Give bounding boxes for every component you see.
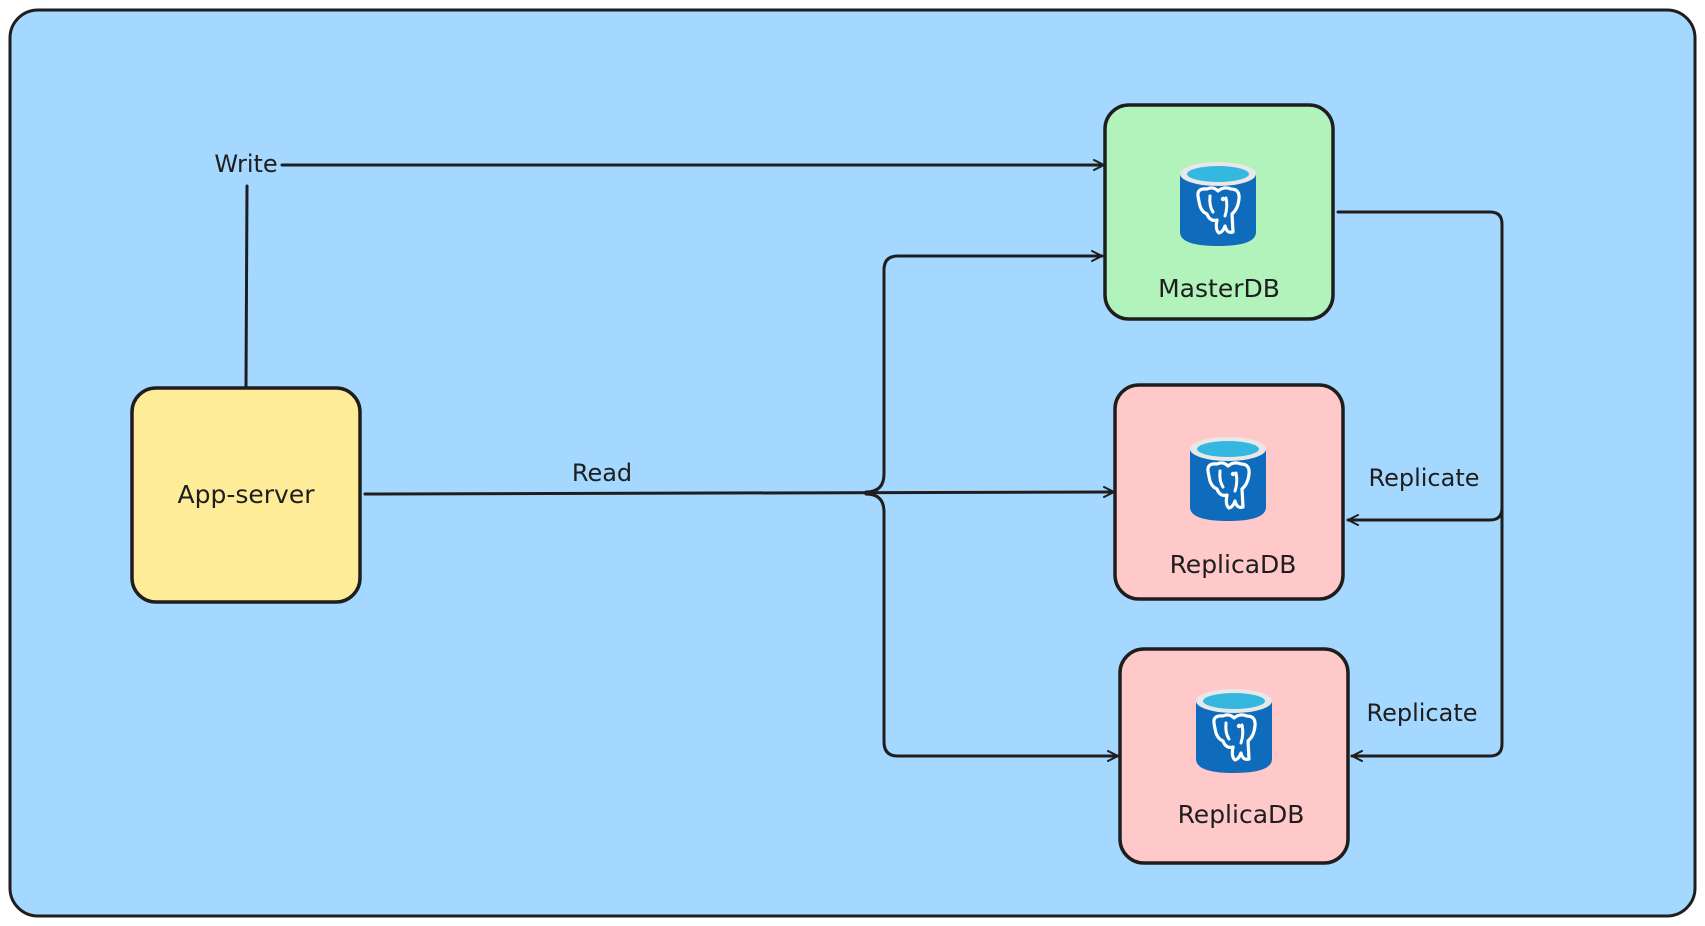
app-server-label: App-server <box>178 480 316 509</box>
replica-db-node-1[interactable]: ReplicaDB <box>1113 383 1345 601</box>
read-arrow-to-replica-1 <box>363 486 1116 499</box>
replicate-trunk <box>1336 210 1504 762</box>
postgresql-database-icon <box>1178 160 1258 248</box>
read-connector <box>363 250 1120 762</box>
replicate-label-2: Replicate <box>1366 699 1477 727</box>
postgresql-database-icon <box>1188 435 1268 523</box>
replicate-arrow-to-replica-1 <box>1346 506 1504 526</box>
write-label: Write <box>214 150 277 178</box>
write-connector <box>244 159 1106 388</box>
read-label: Read <box>572 459 632 487</box>
postgresql-database-icon <box>1194 687 1274 775</box>
app-server-box <box>130 386 362 604</box>
master-db-label: MasterDB <box>1158 274 1280 303</box>
replicate-connector <box>1336 210 1504 762</box>
replica-db-label-1: ReplicaDB <box>1170 550 1297 579</box>
replica-db-label-2: ReplicaDB <box>1178 800 1305 829</box>
write-connector-vertical <box>244 184 249 388</box>
read-arrow-to-replica-2 <box>864 492 1120 762</box>
replica-db-node-2[interactable]: ReplicaDB <box>1118 647 1350 865</box>
master-db-node[interactable]: MasterDB <box>1103 103 1335 321</box>
replicate-label-1: Replicate <box>1368 464 1479 492</box>
app-server-node[interactable]: App-server <box>130 386 362 604</box>
read-arrow-to-master <box>864 250 1104 494</box>
